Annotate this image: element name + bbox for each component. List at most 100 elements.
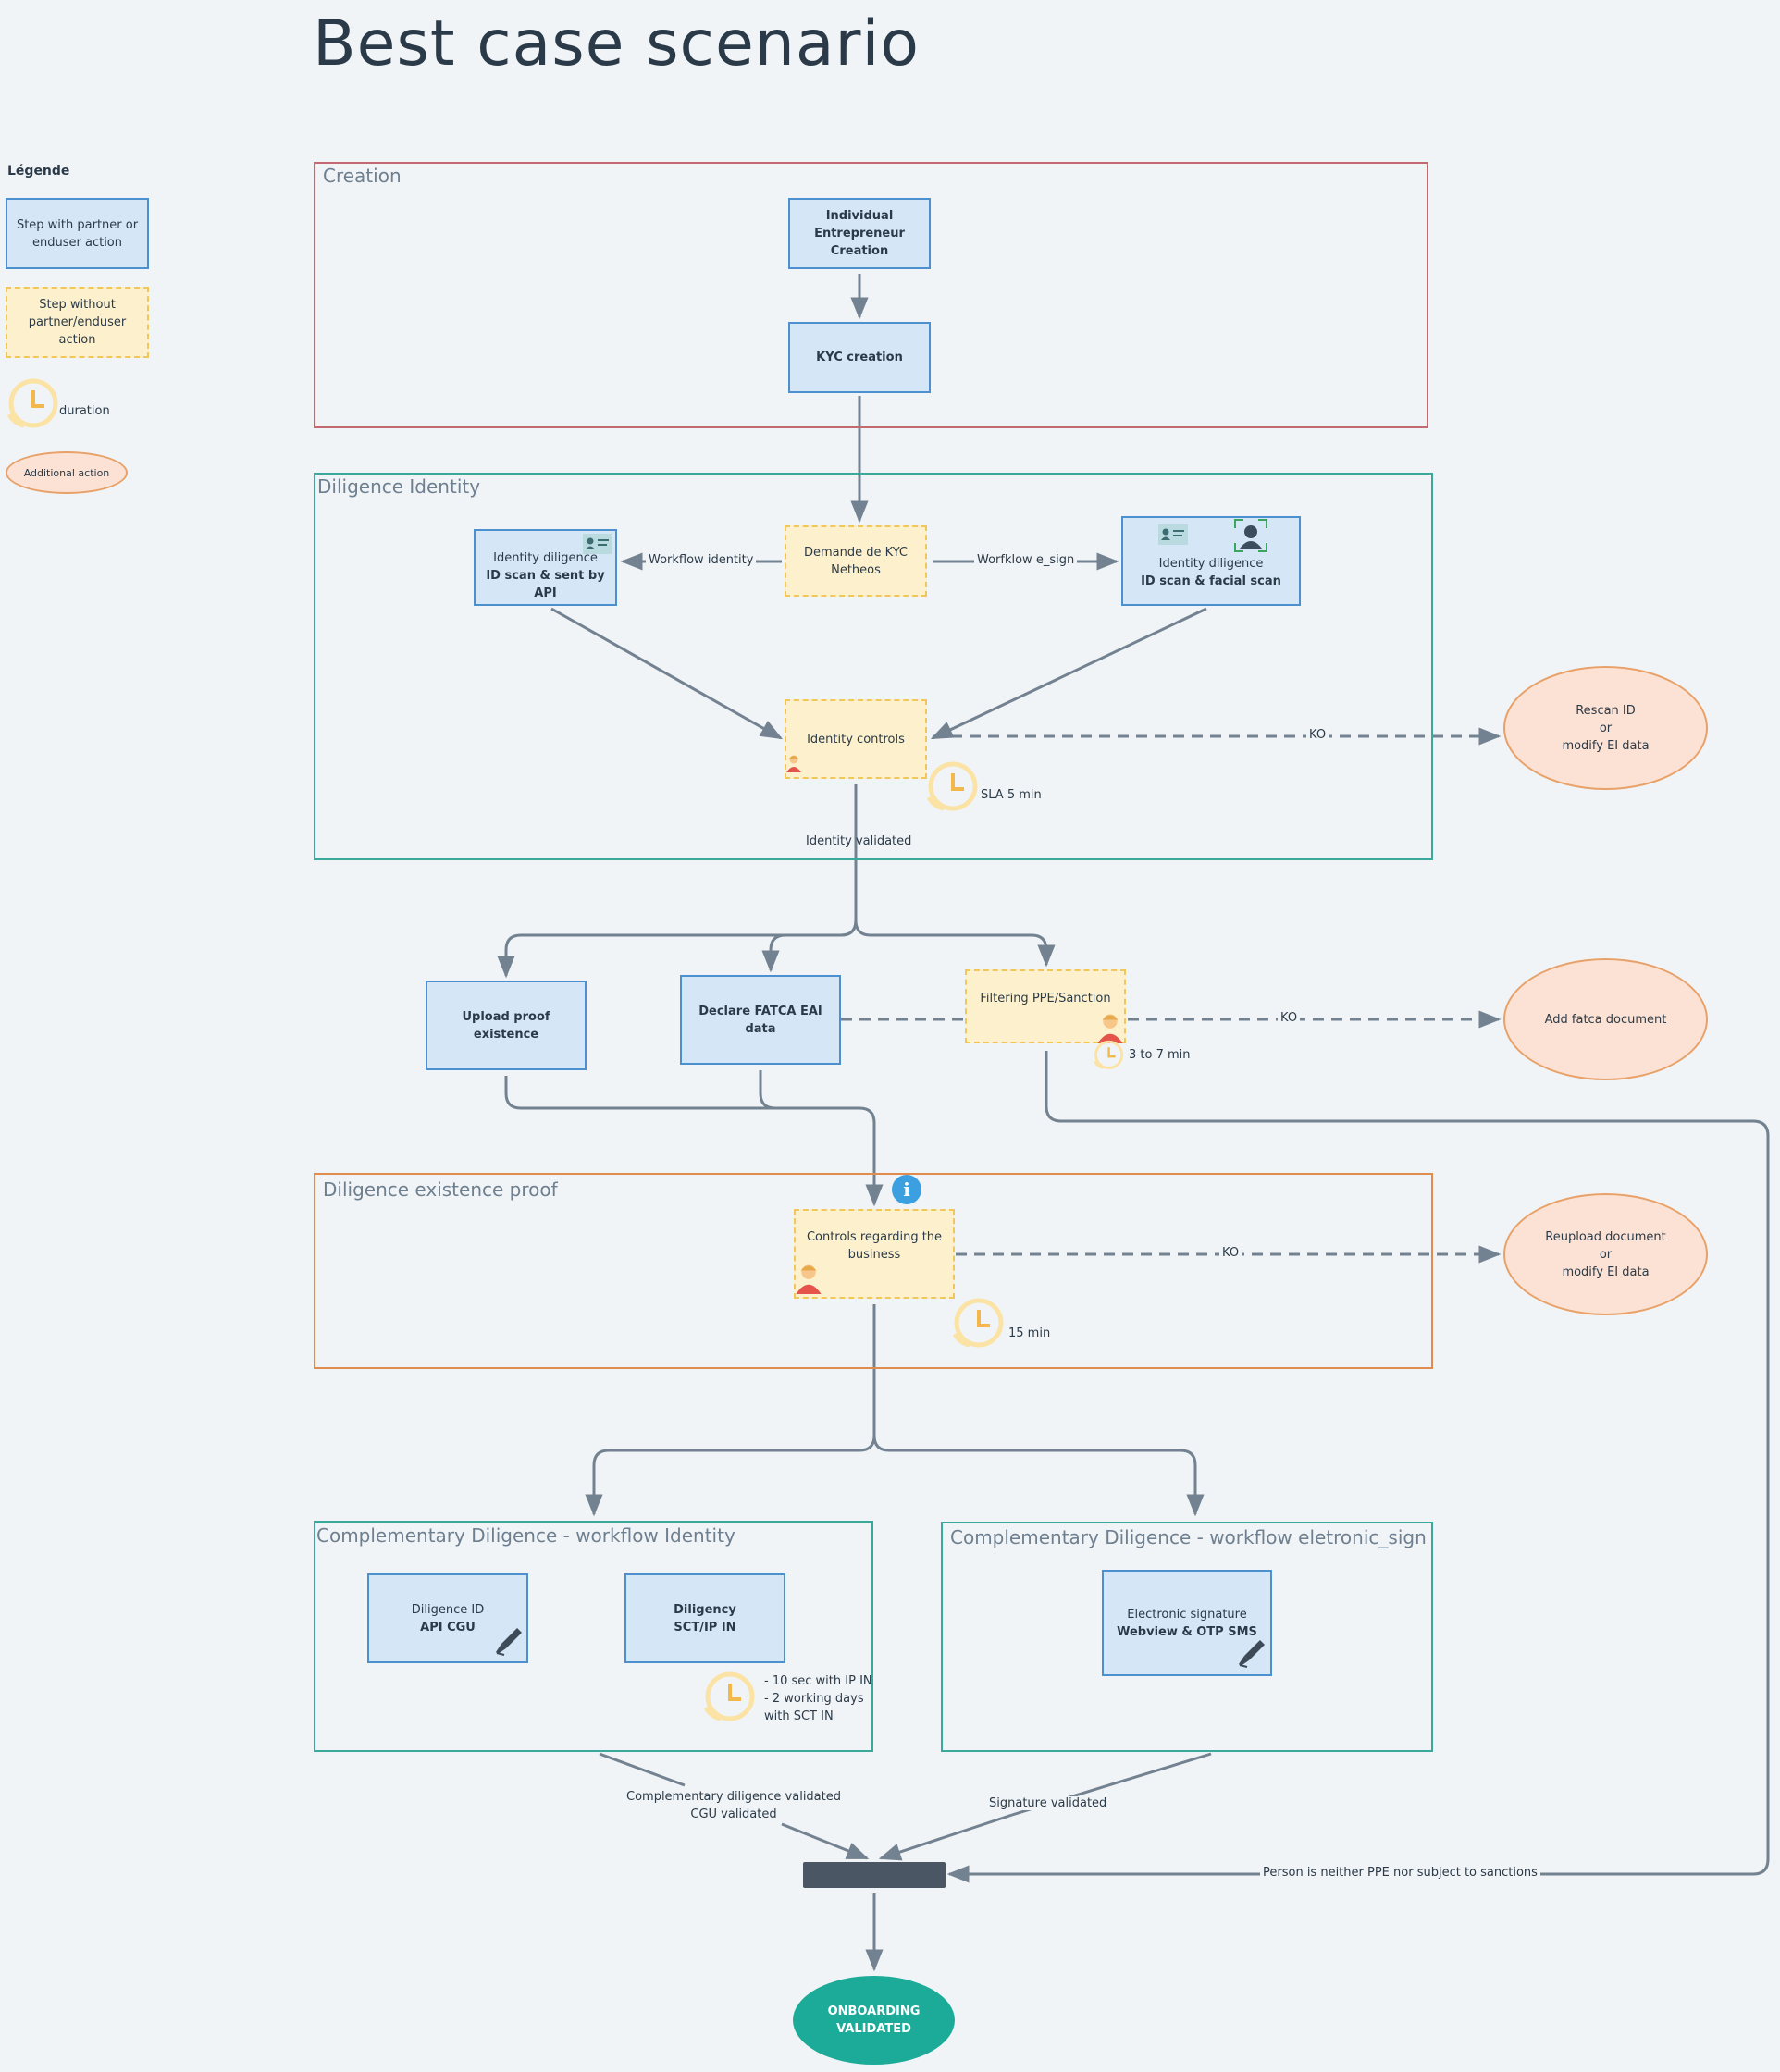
- region-creation: [314, 162, 1428, 428]
- node-demande-kyc[interactable]: Demande de KYC Netheos: [785, 525, 927, 597]
- node-id-diligence-facial[interactable]: Identity diligence ID scan & facial scan: [1121, 516, 1301, 606]
- clock-icon: [1094, 1040, 1124, 1069]
- node-filtering-ppe[interactable]: Filtering PPE/Sanction: [965, 969, 1126, 1043]
- edge-comp-esign-to-bar-b: [878, 1813, 1013, 1861]
- legend-title: Légende: [7, 164, 70, 179]
- node-controls-business-line: business: [847, 1247, 901, 1262]
- edge-split-to-fatca: [761, 919, 858, 973]
- region-comp-identity: [314, 1521, 873, 1752]
- node-controls-business[interactable]: Controls regarding the business: [794, 1209, 955, 1299]
- operator-icon: [786, 755, 801, 772]
- label-comp-validated: Complementary diligence validated CGU va…: [620, 1788, 847, 1823]
- node-esign-line1: Electronic signature: [1127, 1607, 1247, 1622]
- label-person-neither: Person is neither PPE nor subject to san…: [1260, 1866, 1540, 1880]
- label-ko-identity: KO: [1306, 728, 1329, 742]
- legend-auto-line: Step without: [39, 298, 116, 312]
- sync-bar: [803, 1862, 946, 1888]
- operator-icon: [1097, 1014, 1123, 1043]
- region-comp-esign: [941, 1522, 1433, 1752]
- node-diligency-sct[interactable]: Diligency SCT/IP IN: [624, 1573, 785, 1663]
- label-signature-validated: Signature validated: [986, 1796, 1110, 1810]
- sct-time-line: with SCT IN: [764, 1709, 834, 1723]
- edge-fatca-to-merge: [759, 1070, 776, 1110]
- node-kyc-creation[interactable]: KYC creation: [788, 322, 931, 393]
- label-workflow-identity: Workflow identity: [646, 553, 757, 567]
- label-filter-time: 3 to 7 min: [1129, 1048, 1191, 1062]
- sct-time-line: - 10 sec with IP IN: [764, 1674, 872, 1688]
- clock-icon: [703, 1671, 755, 1721]
- node-dil-api-line2: API CGU: [420, 1620, 476, 1634]
- node-id-api-line2: ID scan & sent by API: [486, 569, 605, 600]
- clock-icon: [926, 761, 978, 811]
- node-id-api-line1: Identity diligence: [493, 551, 598, 565]
- node-onboarding-validated[interactable]: ONBOARDING VALIDATED: [793, 1976, 955, 2065]
- legend-partner-line: enduser action: [32, 235, 122, 250]
- legend-auto-step: Step without partner/enduser action: [6, 287, 149, 358]
- node-rescan-line: modify EI data: [1562, 738, 1650, 753]
- node-ei-creation-line: Individual: [825, 209, 894, 223]
- facial-scan-icon: [1234, 519, 1267, 552]
- legend-auto-line: partner/enduser: [28, 315, 127, 329]
- node-esign-line2: Webview & OTP SMS: [1117, 1624, 1257, 1639]
- legend-clock-icon: [6, 378, 58, 428]
- edge-split-to-comp-identity: [585, 1435, 876, 1517]
- label-ko-business: KO: [1219, 1246, 1242, 1260]
- edge-comp-identity-to-bar-b: [781, 1822, 870, 1860]
- node-ei-creation-line: Entrepreneur: [814, 227, 905, 240]
- node-dil-api-line1: Diligence ID: [411, 1602, 485, 1617]
- label-workflow-esign: Worfklow e_sign: [974, 553, 1078, 567]
- region-comp-esign-label: Complementary Diligence - workflow eletr…: [950, 1526, 1427, 1548]
- node-identity-controls[interactable]: Identity controls: [785, 699, 927, 779]
- operator-icon: [796, 1264, 822, 1294]
- label-sla: SLA 5 min: [981, 788, 1042, 802]
- label-comp-validated-line: Complementary diligence validated: [626, 1790, 841, 1804]
- legend-auto-line: action: [58, 333, 96, 347]
- region-creation-label: Creation: [323, 165, 402, 187]
- edge-id-facial-to-controls: [930, 607, 1207, 740]
- legend-partner-line: Step with partner or: [16, 217, 139, 232]
- region-diligence-identity: [314, 473, 1433, 860]
- region-identity-label: Diligence Identity: [317, 475, 481, 498]
- label-controls-time: 15 min: [1008, 1326, 1051, 1340]
- pen-icon: [1239, 1640, 1265, 1668]
- node-onboarding-line: VALIDATED: [836, 2022, 911, 2036]
- pen-icon: [496, 1628, 522, 1656]
- node-add-fatca[interactable]: Add fatca document: [1503, 958, 1708, 1080]
- clock-icon: [952, 1298, 1004, 1348]
- info-icon[interactable]: i: [892, 1175, 921, 1204]
- edge-comp-identity-to-bar: [599, 1752, 686, 1787]
- node-ei-creation[interactable]: Individual Entrepreneur Creation: [788, 198, 931, 269]
- label-ko-filtering: KO: [1278, 1011, 1301, 1025]
- node-id-facial-line2: ID scan & facial scan: [1141, 574, 1281, 588]
- edge-filtering-to-bar: [946, 1051, 1770, 1883]
- node-upload-proof[interactable]: Upload proof existence: [426, 980, 587, 1070]
- node-dil-sct-line1: Diligency: [674, 1602, 736, 1617]
- label-identity-validated: Identity validated: [806, 834, 912, 848]
- sct-time-label: - 10 sec with IP IN - 2 working days wit…: [764, 1672, 872, 1725]
- node-id-facial-line1: Identity diligence: [1158, 556, 1264, 571]
- node-dil-sct-line2: SCT/IP IN: [674, 1620, 736, 1634]
- node-ei-creation-line: Creation: [830, 244, 889, 258]
- node-controls-business-line: Controls regarding the: [806, 1229, 943, 1244]
- region-existence-label: Diligence existence proof: [323, 1178, 558, 1201]
- edge-id-api-to-controls: [550, 607, 784, 740]
- label-comp-validated-line: CGU validated: [690, 1807, 777, 1821]
- node-reupload[interactable]: Reupload document or modify EI data: [1503, 1193, 1708, 1315]
- legend-additional-action: Additional action: [6, 451, 128, 494]
- node-rescan-id[interactable]: Rescan ID or modify EI data: [1503, 666, 1708, 790]
- node-id-diligence-api[interactable]: Identity diligence ID scan & sent by API: [474, 529, 617, 606]
- id-card-icon: [583, 534, 612, 554]
- sct-time-line: - 2 working days: [764, 1692, 864, 1706]
- region-comp-identity-label: Complementary Diligence - workflow Ident…: [316, 1524, 735, 1547]
- node-demande-line: Demande de KYC: [803, 545, 908, 560]
- node-rescan-line: or: [1599, 721, 1613, 735]
- edge-split-to-filtering: [854, 919, 1056, 968]
- region-diligence-existence: [314, 1173, 1433, 1369]
- node-demande-line: Netheos: [831, 562, 881, 577]
- legend-partner-step: Step with partner or enduser action: [6, 198, 149, 269]
- id-card-icon: [1158, 524, 1188, 545]
- edge-split-to-comp-esign: [872, 1435, 1205, 1517]
- node-declare-fatca[interactable]: Declare FATCA EAI data: [680, 975, 841, 1065]
- node-reupload-line: or: [1599, 1247, 1613, 1262]
